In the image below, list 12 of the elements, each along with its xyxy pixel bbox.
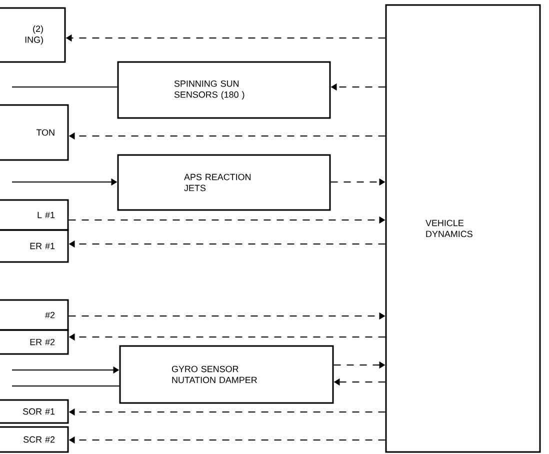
- cut-off-box: SOR #1: [0, 399, 69, 424]
- cut-off-box: (2) ING): [0, 7, 66, 63]
- process-box: SPINNING SUN SENSORS (180 ): [117, 61, 331, 119]
- process-box: GYRO SENSOR NUTATION DAMPER: [119, 345, 334, 404]
- cut-off-box: L #1: [0, 199, 69, 231]
- system-box: VEHICLE DYNAMICS: [385, 4, 541, 453]
- cut-off-box: #2: [0, 299, 69, 331]
- cut-off-box: ER #1: [0, 229, 69, 263]
- process-box: APS REACTION JETS: [117, 154, 331, 211]
- cut-off-box: SCR #2: [0, 426, 69, 453]
- cut-off-box: ER #2: [0, 329, 69, 355]
- cut-off-box: TON: [0, 104, 69, 161]
